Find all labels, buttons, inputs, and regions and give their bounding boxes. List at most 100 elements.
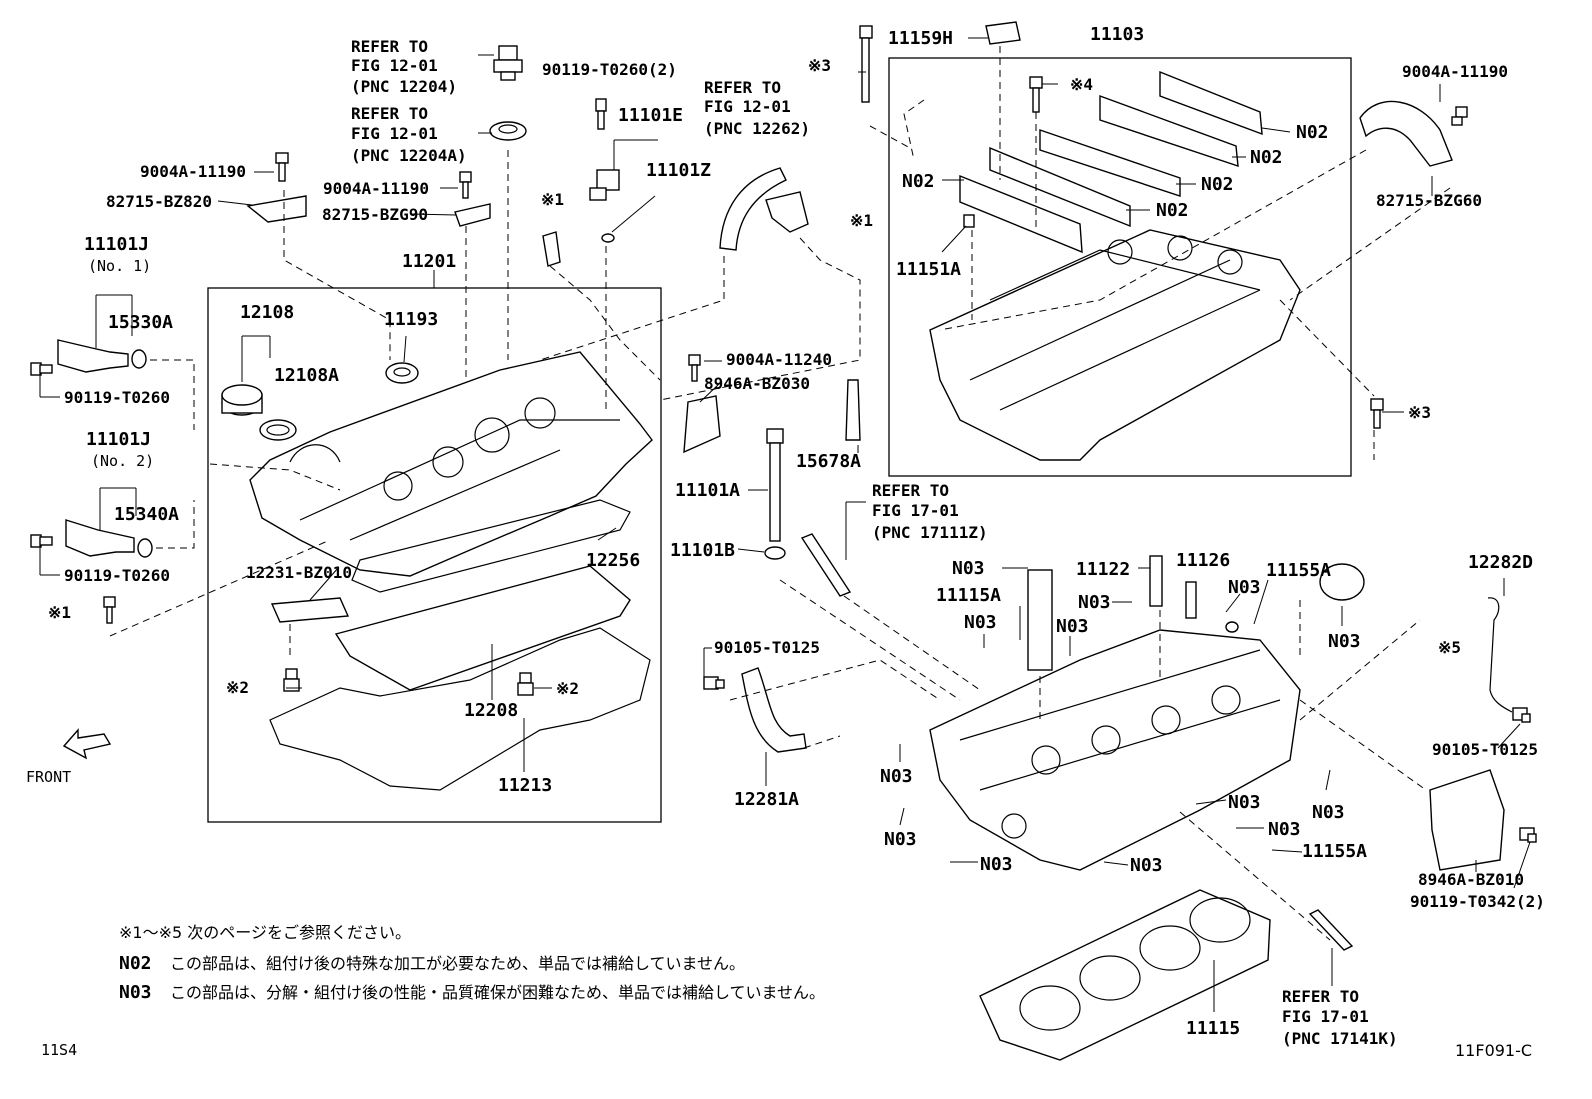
label-82715-bz820: 82715-BZ820 — [106, 192, 212, 211]
note-n02-text: この部品は、組付け後の特殊な加工が必要なため、単品では補給していません。 — [170, 954, 745, 973]
ref-12262-line2: FIG 12-01 — [704, 97, 791, 116]
label-82715-bzg90: 82715-BZG90 — [322, 205, 428, 224]
label-12282d: 12282D — [1468, 552, 1533, 573]
guide-11122-drawing — [1149, 555, 1163, 607]
bracket-82715-bzg90-drawing — [454, 203, 491, 227]
label-11193: 11193 — [384, 309, 438, 330]
label-n02-4: N02 — [1156, 200, 1189, 221]
note-n03-text: この部品は、分解・組付け後の性能・品質確保が困難なため、単品では補給していません… — [170, 983, 825, 1002]
bearing-cap-4-drawing — [989, 146, 1131, 228]
valve-cover-drawing — [249, 351, 653, 577]
label-n03-c: N03 — [1078, 592, 1111, 613]
label-11159h: 11159H — [888, 28, 953, 49]
label-9004a-11240: 9004A-11240 — [726, 350, 832, 369]
label-9004a-11190-b: 9004A-11190 — [323, 179, 429, 198]
ref-17111z-line3: (PNC 17111Z) — [872, 523, 988, 542]
hose-drawing — [719, 167, 787, 251]
ref-12262-line1: REFER TO — [704, 78, 781, 97]
note-reference-marks: ※1～※5 次のページをご参照ください。 — [119, 923, 411, 942]
oil-filler-cap-drawing — [221, 384, 297, 441]
label-n02-5: N02 — [902, 171, 935, 192]
union-17111z-drawing — [800, 533, 852, 597]
ref-17141k-line3: (PNC 17141K) — [1282, 1029, 1398, 1048]
label-mark5: ※5 — [1438, 638, 1461, 657]
label-11101e: 11101E — [618, 105, 683, 126]
label-11115a: 11115A — [936, 585, 1001, 606]
bracket-8946a-bz030-drawing — [683, 395, 721, 454]
label-90105-t0125-b: 90105-T0125 — [1432, 740, 1538, 759]
bearing-cap-5-drawing — [959, 174, 1083, 254]
label-90119-t0342-2: 90119-T0342(2) — [1410, 892, 1545, 911]
ref-17111z-line1: REFER TO — [872, 481, 949, 500]
label-mark3-right: ※3 — [1408, 403, 1431, 422]
label-15340a: 15340A — [114, 504, 179, 525]
camshaft-housing-drawing — [929, 229, 1301, 461]
label-mark1-b: ※1 — [850, 211, 873, 230]
leader-lines — [39, 37, 1531, 1012]
label-n02-2: N02 — [1250, 147, 1283, 168]
strainer-15678a-drawing — [845, 379, 861, 441]
label-n03-k: N03 — [1268, 819, 1301, 840]
label-11122: 11122 — [1076, 559, 1130, 580]
note-n03-code: N03 — [119, 982, 152, 1003]
label-11115: 11115 — [1186, 1018, 1240, 1039]
label-n02-3: N02 — [1201, 174, 1234, 195]
label-11101b: 11101B — [670, 540, 735, 561]
label-n03-e: N03 — [1056, 616, 1089, 637]
label-mark1-left: ※1 — [48, 603, 71, 622]
oil-jet-11159h-drawing — [985, 21, 1021, 45]
ref-17141k-line2: FIG 17-01 — [1282, 1007, 1369, 1026]
bracket-82715-bz820-drawing — [246, 195, 307, 223]
gasket-11213-drawing — [269, 627, 651, 791]
label-12208: 12208 — [464, 700, 518, 721]
sensor-drawing — [589, 169, 620, 243]
label-no2: (No. 2) — [91, 452, 154, 470]
oil-control-valve-no1-drawing — [57, 339, 147, 373]
ref-17111z-line2: FIG 17-01 — [872, 501, 959, 520]
label-9004a-11190-c: 9004A-11190 — [1402, 62, 1508, 81]
ref-12204-line1: REFER TO — [351, 37, 428, 56]
label-11101z: 11101Z — [646, 160, 711, 181]
label-n03-h: N03 — [884, 829, 917, 850]
label-n02-1: N02 — [1296, 122, 1329, 143]
ref-12204a-line2: FIG 12-01 — [351, 124, 438, 143]
label-90119-t0260-a: 90119-T0260 — [64, 388, 170, 407]
cylinder-head-drawing — [929, 629, 1301, 871]
bearing-cap-2-drawing — [1099, 94, 1239, 168]
label-n03-d: N03 — [1228, 577, 1261, 598]
bolt-drawings — [30, 25, 1537, 843]
label-15330a: 15330A — [108, 312, 173, 333]
label-90119-t0260-2-top: 90119-T0260(2) — [542, 60, 677, 79]
page-id-left: 11S4 — [41, 1041, 77, 1059]
label-n03-a: N03 — [952, 558, 985, 579]
front-arrow-icon — [62, 728, 112, 760]
oil-control-valve-no2-drawing — [65, 519, 153, 558]
label-12108: 12108 — [240, 302, 294, 323]
clamp-drawing — [542, 231, 561, 267]
label-11213: 11213 — [498, 775, 552, 796]
label-11101a: 11101A — [675, 480, 740, 501]
plug-n03-drawing — [1319, 563, 1365, 601]
ref-12204-line2: FIG 12-01 — [351, 56, 438, 75]
camshaft-housing-group-box — [888, 57, 1352, 477]
ref-12204a-line3: (PNC 12204A) — [351, 146, 467, 165]
ref-12204a-line1: REFER TO — [351, 104, 428, 123]
label-11155a-top: 11155A — [1266, 560, 1331, 581]
plug-11155a-drawing — [1225, 621, 1239, 633]
label-12231-bz010: 12231-BZ010 — [246, 563, 352, 582]
label-11151a: 11151A — [896, 259, 961, 280]
baffle-12208-drawing — [334, 565, 631, 691]
label-no1: (No. 1) — [88, 257, 151, 275]
sleeve-n03-drawing — [1027, 569, 1053, 671]
label-n03-b: N03 — [964, 612, 997, 633]
label-n03-f: N03 — [1328, 631, 1361, 652]
bearing-cap-3-drawing — [1039, 129, 1181, 197]
label-8946a-bz010: 8946A-BZ010 — [1418, 870, 1524, 889]
heat-insulator-drawing — [1429, 769, 1505, 871]
ref-12262-line3: (PNC 12262) — [704, 119, 810, 138]
note-n02-code: N02 — [119, 953, 152, 974]
label-82715-bzg60: 82715-BZG60 — [1376, 191, 1482, 210]
head-bolt-drawing — [764, 428, 786, 560]
label-11201: 11201 — [402, 251, 456, 272]
label-n03-g: N03 — [880, 766, 913, 787]
